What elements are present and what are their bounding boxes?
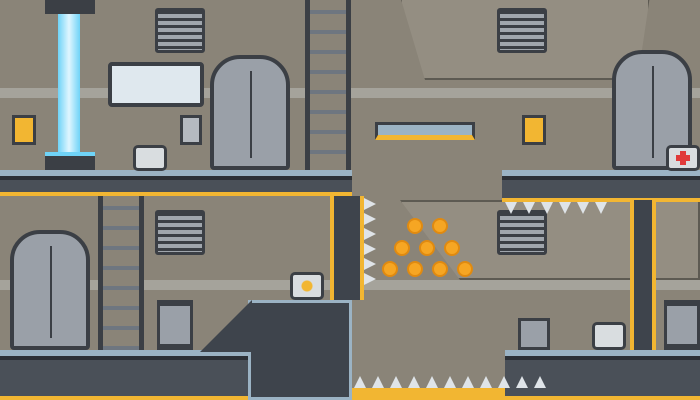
platform-floor: [505, 350, 700, 400]
coin-icon[interactable]: [382, 261, 398, 277]
laser-beam-icon: [58, 14, 80, 154]
spike-icon: [516, 376, 528, 388]
spike-base: [352, 388, 505, 400]
spike-icon: [390, 376, 402, 388]
raised-block: [248, 300, 352, 400]
medkit-icon[interactable]: [666, 145, 700, 171]
spike-wall: [364, 198, 376, 285]
spike-icon: [364, 273, 376, 285]
spike-ceiling: [505, 202, 607, 214]
spike-icon: [364, 198, 376, 210]
coin-icon[interactable]: [419, 240, 435, 256]
vent-icon: [155, 8, 205, 53]
laser-emitter: [45, 0, 95, 14]
pillar: [330, 196, 364, 300]
pillar: [630, 200, 656, 350]
spike-icon: [505, 202, 517, 214]
radiation-barrel-icon: [157, 300, 193, 350]
coin-icon[interactable]: [432, 261, 448, 277]
ramp: [200, 300, 252, 352]
spike-icon: [541, 202, 553, 214]
vent-icon: [497, 210, 547, 255]
coin-icon[interactable]: [394, 240, 410, 256]
crate-icon[interactable]: [592, 322, 626, 350]
spike-icon: [462, 376, 474, 388]
spike-icon: [498, 376, 510, 388]
shield-crate-icon[interactable]: [133, 145, 167, 171]
spike-icon: [364, 213, 376, 225]
vent-icon: [155, 210, 205, 255]
spike-icon: [559, 202, 571, 214]
coin-icon[interactable]: [407, 261, 423, 277]
platform-floor: [0, 170, 352, 196]
switch-icon[interactable]: [12, 115, 36, 145]
coin-icon[interactable]: [407, 218, 423, 234]
turret-icon: [518, 318, 550, 350]
radiation-crate-icon[interactable]: [290, 272, 324, 300]
switch-icon[interactable]: [522, 115, 546, 145]
spike-icon: [364, 228, 376, 240]
laser-receiver: [45, 152, 95, 170]
ladder[interactable]: [305, 0, 351, 172]
spike-icon: [595, 202, 607, 214]
spike-icon: [408, 376, 420, 388]
spike-icon: [354, 376, 366, 388]
spike-icon: [577, 202, 589, 214]
coin-icon[interactable]: [432, 218, 448, 234]
moving-platform: [375, 122, 475, 140]
spike-floor: [354, 376, 546, 388]
coin-icon[interactable]: [457, 261, 473, 277]
keypad-icon[interactable]: [180, 115, 202, 145]
spike-icon: [523, 202, 535, 214]
spike-icon: [426, 376, 438, 388]
door-icon[interactable]: [10, 230, 90, 350]
spike-icon: [364, 258, 376, 270]
vent-icon: [497, 8, 547, 53]
platform-floor: [502, 170, 700, 202]
spike-icon: [534, 376, 546, 388]
coin-icon[interactable]: [444, 240, 460, 256]
window: [108, 62, 204, 107]
spike-icon: [444, 376, 456, 388]
spike-icon: [480, 376, 492, 388]
spike-icon: [372, 376, 384, 388]
radiation-barrel-icon: [664, 300, 700, 350]
spike-icon: [364, 243, 376, 255]
door-icon[interactable]: [210, 55, 290, 170]
ladder[interactable]: [98, 176, 144, 352]
